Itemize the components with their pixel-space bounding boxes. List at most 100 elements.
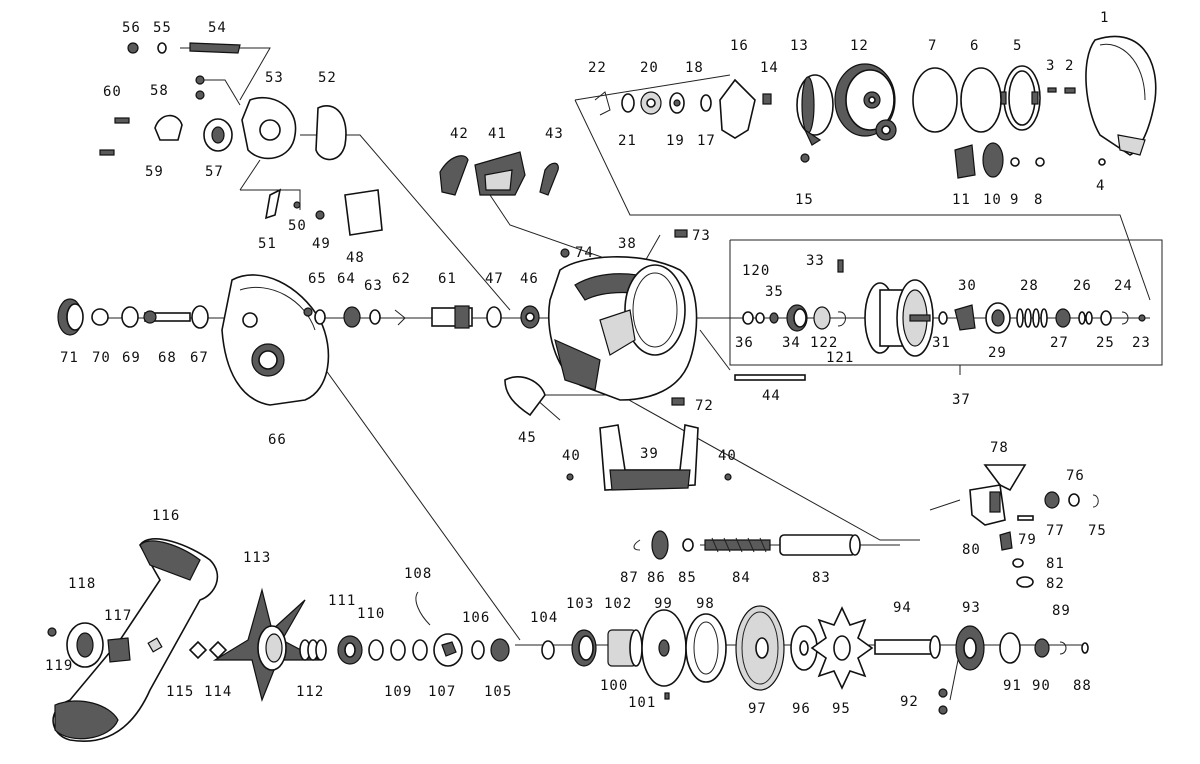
label-112: 112	[296, 684, 324, 700]
label-61: 61	[438, 271, 457, 287]
label-56: 56	[122, 20, 141, 36]
label-88: 88	[1073, 678, 1092, 694]
label-119: 119	[45, 658, 73, 674]
part-thumb-bar-41-43	[439, 151, 559, 196]
part-spool-group-37	[742, 259, 1146, 357]
label-17: 17	[697, 133, 716, 149]
label-84: 84	[732, 570, 751, 586]
label-122: 122	[810, 335, 838, 351]
part-rings-5-6-7	[912, 65, 1041, 133]
label-76: 76	[1066, 468, 1085, 484]
label-18: 18	[685, 60, 704, 76]
label-95: 95	[832, 701, 851, 717]
label-14: 14	[760, 60, 779, 76]
label-82: 82	[1046, 576, 1065, 592]
label-24: 24	[1114, 278, 1133, 294]
label-68: 68	[158, 350, 177, 366]
label-99: 99	[654, 596, 673, 612]
label-11: 11	[952, 192, 971, 208]
label-78: 78	[990, 440, 1009, 456]
label-36: 36	[735, 335, 754, 351]
label-94: 94	[893, 600, 912, 616]
label-120: 120	[742, 263, 770, 279]
label-64: 64	[337, 271, 356, 287]
label-65: 65	[308, 271, 327, 287]
label-105: 105	[484, 684, 512, 700]
label-12: 12	[850, 38, 869, 54]
label-31: 31	[932, 335, 951, 351]
label-81: 81	[1046, 556, 1065, 572]
label-59: 59	[145, 164, 164, 180]
label-7: 7	[928, 38, 937, 54]
label-10: 10	[983, 192, 1002, 208]
label-97: 97	[748, 701, 767, 717]
label-46: 46	[520, 271, 539, 287]
label-117: 117	[104, 608, 132, 624]
label-114: 114	[204, 684, 232, 700]
label-106: 106	[462, 610, 490, 626]
part-drag-washers	[188, 591, 555, 667]
label-62: 62	[392, 271, 411, 287]
label-39: 39	[640, 446, 659, 462]
label-77: 77	[1046, 523, 1065, 539]
label-110: 110	[357, 606, 385, 622]
label-96: 96	[792, 701, 811, 717]
part-gear-10	[800, 119, 1045, 179]
label-83: 83	[812, 570, 831, 586]
label-79: 79	[1018, 532, 1037, 548]
label-100: 100	[600, 678, 628, 694]
label-20: 20	[640, 60, 659, 76]
spring-28	[1016, 308, 1048, 328]
label-23: 23	[1132, 335, 1151, 351]
label-3: 3	[1046, 58, 1055, 74]
label-33: 33	[806, 253, 825, 269]
label-45: 45	[518, 430, 537, 446]
label-52: 52	[318, 70, 337, 86]
label-73: 73	[692, 228, 711, 244]
label-70: 70	[92, 350, 111, 366]
label-53: 53	[265, 70, 284, 86]
label-26: 26	[1073, 278, 1092, 294]
label-107: 107	[428, 684, 456, 700]
label-75: 75	[1088, 523, 1107, 539]
label-121: 121	[826, 350, 854, 366]
label-30: 30	[958, 278, 977, 294]
label-91: 91	[1003, 678, 1022, 694]
label-1: 1	[1100, 10, 1109, 26]
part-main-gear-97-103	[571, 605, 874, 691]
label-67: 67	[190, 350, 209, 366]
part-pinion-88-94	[664, 625, 1089, 715]
part-star-drag-113	[212, 587, 321, 702]
label-6: 6	[970, 38, 979, 54]
label-49: 49	[312, 236, 331, 252]
label-108: 108	[404, 566, 432, 582]
part-frame-38	[547, 229, 698, 406]
label-50: 50	[288, 218, 307, 234]
label-55: 55	[153, 20, 172, 36]
label-98: 98	[696, 596, 715, 612]
label-47: 47	[485, 271, 504, 287]
label-19: 19	[666, 133, 685, 149]
label-102: 102	[604, 596, 632, 612]
label-5: 5	[1013, 38, 1022, 54]
label-21: 21	[618, 133, 637, 149]
label-93: 93	[962, 600, 981, 616]
label-71: 71	[60, 350, 79, 366]
label-9: 9	[1010, 192, 1019, 208]
label-85: 85	[678, 570, 697, 586]
label-66: 66	[268, 432, 287, 448]
label-40b: 40	[718, 448, 737, 464]
label-25: 25	[1096, 335, 1115, 351]
label-63: 63	[364, 278, 383, 294]
part-misc-39-44-45	[504, 374, 806, 491]
label-89: 89	[1052, 603, 1071, 619]
label-72: 72	[695, 398, 714, 414]
label-44: 44	[762, 388, 781, 404]
label-15: 15	[795, 192, 814, 208]
label-103: 103	[566, 596, 594, 612]
label-54: 54	[208, 20, 227, 36]
label-60: 60	[103, 84, 122, 100]
label-16: 16	[730, 38, 749, 54]
